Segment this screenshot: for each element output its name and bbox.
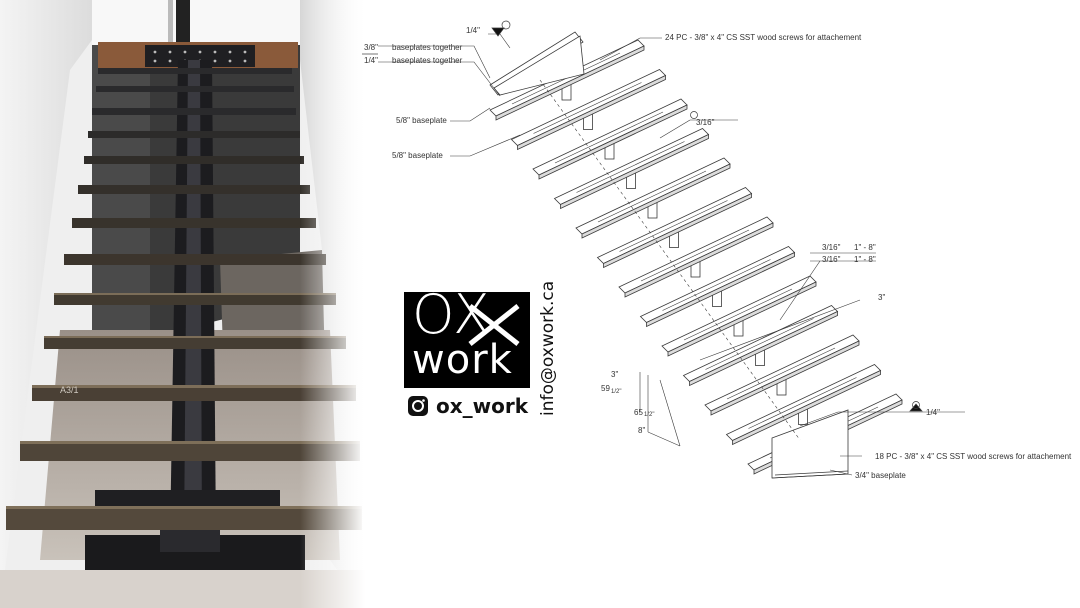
top-baseplate-drawing [489,31,585,96]
baseplate-note-2: 5/8" baseplate [392,151,443,160]
staircase-photo: A3/1 [0,0,365,608]
weld-note-b: 3/16" [822,255,841,264]
drawing-treads [489,39,903,475]
drawing-tread [661,275,817,357]
drawing-tread [510,69,667,151]
instagram-icon[interactable] [406,394,430,418]
weld-note-14-text: baseplates together [392,56,463,65]
drawing-tread [682,305,839,387]
dim-3-right: 3" [878,293,886,302]
drawing-tread [553,128,710,210]
weld-note-38: 3/8" [364,43,378,52]
screws-note-top: 24 PC - 3/8" x 4" CS SST wood screws for… [665,33,862,42]
tread-marking: A3/1 [60,385,79,395]
weld-note-14: 1/4" [364,56,378,65]
weld-note-bottom: 1/4" [926,408,940,417]
oxwork-logo: OX work [404,288,530,388]
drawing-tread [575,157,731,239]
weld-note-a-len: 1" - 8" [854,243,876,252]
dim-3-left: 3" [611,370,619,379]
weld-symbols [362,20,923,412]
dim-59: 59 [601,384,610,393]
dim-65-frac: 1/2" [644,412,655,418]
drawing-tread [704,334,860,416]
stair-shop-drawing [362,20,965,479]
weld-note-38-text: baseplates together [392,43,463,52]
treads [6,68,362,530]
email-link[interactable]: info@oxwork.ca [538,280,558,416]
weld-note-316: 3/16" [696,118,715,127]
instagram-handle[interactable]: ox_work [436,394,529,418]
dim-65: 65 [634,408,643,417]
top-baseplate [145,45,255,67]
drawing-tread [532,98,688,180]
dim-59-frac: 1/2" [611,389,622,395]
weld-note-b-len: 1" - 8" [854,255,876,264]
drawing-tread [596,187,753,269]
dim-8: 8" [638,426,646,435]
drawing-tread [639,246,796,328]
screws-note-bottom: 18 PC - 3/8" x 4" CS SST wood screws for… [875,452,1072,461]
weld-note-a: 3/16" [822,243,841,252]
logo-x-mark [468,304,520,346]
logo-work-text: work [412,337,513,383]
weld-note-top: 1/4" [466,26,480,35]
baseplate-note-1: 5/8" baseplate [396,116,447,125]
left-wall [0,0,92,608]
drawing-tread [618,216,774,298]
drawing-tread [725,364,882,446]
leader-lines [378,33,965,476]
baseplate-note-bottom: 3/4" baseplate [855,471,906,480]
